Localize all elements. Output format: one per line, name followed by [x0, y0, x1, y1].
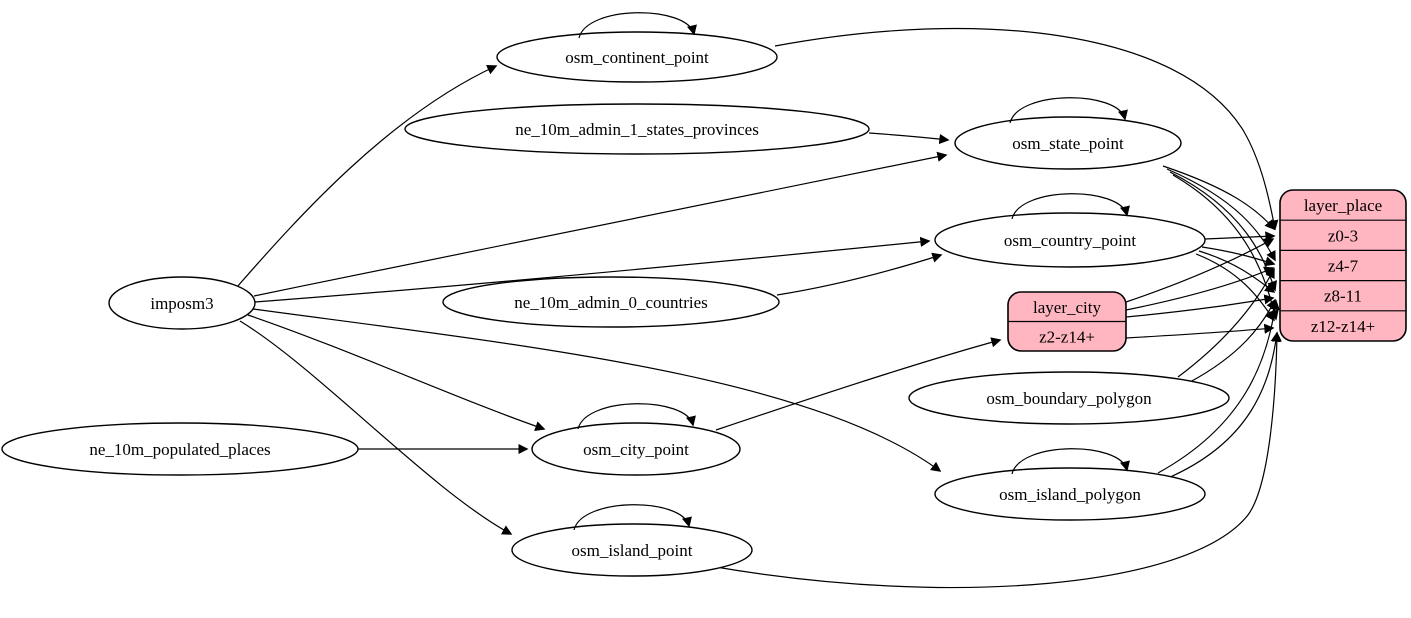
layer_place-row-z0-3: z0-3	[1328, 226, 1358, 245]
ne_10m_populated_places-shape	[1, 422, 359, 476]
edge-osm_country_point-to-layer_place_z12-z14+	[1195, 253, 1275, 322]
node-osm_boundary_polygon: osm_boundary_polygon	[908, 371, 1230, 425]
node-osm_country_point: osm_country_point	[934, 193, 1206, 268]
osm_island_point-label: osm_island_point	[572, 541, 693, 560]
node-osm_island_point: osm_island_point	[511, 504, 753, 577]
edge-layer_city-to-layer_place_z12-z14+	[1125, 323, 1275, 339]
edge-osm_island_point-self-loop	[573, 504, 692, 531]
ne_10m_admin_0_countries-label: ne_10m_admin_0_countries	[514, 293, 708, 312]
layer_place-row-z8-11: z8-11	[1324, 287, 1362, 306]
layer_city-row-z2-z14+: z2-z14+	[1039, 327, 1095, 346]
edge-imposm3-to-osm_city_point	[247, 314, 546, 431]
osm_island_polygon-shape	[934, 467, 1206, 521]
osm_island_polygon-label: osm_island_polygon	[999, 485, 1141, 504]
layer_place-row-z12-z14+: z12-z14+	[1311, 317, 1375, 336]
node-ne_10m_populated_places: ne_10m_populated_places	[1, 422, 359, 476]
edge-imposm3-to-osm_country_point	[254, 236, 931, 303]
ne_10m_admin_0_countries-shape	[442, 276, 780, 328]
node-layer_city: layer_city z2-z14+	[1007, 291, 1127, 352]
osm_state_point-label: osm_state_point	[1012, 134, 1124, 153]
edge-layer_city-to-layer_place_z4-7	[1125, 266, 1275, 311]
osm_city_point-shape	[531, 422, 741, 476]
node-imposm3: imposm3	[108, 276, 256, 330]
edge-layer_city-to-layer_place_z8-11	[1125, 294, 1275, 318]
nodes-layer: imposm3 osm_continent_point ne_10m_admin_1…	[1, 12, 1407, 577]
osm_boundary_polygon-label: osm_boundary_polygon	[986, 389, 1152, 408]
edge-osm_island_point-to-layer_place_z12-z14+	[715, 331, 1282, 589]
edge-imposm3-to-osm_state_point	[253, 151, 948, 297]
edge-osm_island_polygon-to-layer_place_z12-z14+	[1167, 331, 1281, 479]
edge-osm_continent_point-self-loop	[578, 12, 697, 39]
osm_country_point-shape	[934, 212, 1206, 268]
edge-osm_state_point-to-layer_place_z4-7	[1166, 168, 1276, 262]
edge-osm_island_polygon-to-layer_place_z8-11	[1157, 299, 1280, 474]
edge-osm_country_point-self-loop	[1011, 193, 1130, 220]
edge-layer_city-to-layer_place_z0-3	[1125, 238, 1275, 303]
edge-imposm3-to-osm_island_point	[239, 320, 513, 535]
edge-osm_island_polygon-self-loop	[1011, 448, 1130, 475]
edges-layer	[236, 27, 1282, 589]
node-osm_city_point: osm_city_point	[531, 403, 741, 476]
node-osm_continent_point: osm_continent_point	[496, 12, 778, 83]
node-ne_10m_admin_1_states_provinces: ne_10m_admin_1_states_provinces	[404, 103, 870, 155]
osm_country_point-label: osm_country_point	[1004, 231, 1136, 250]
layer_city-title: layer_city	[1033, 298, 1101, 317]
node-osm_state_point: osm_state_point	[954, 97, 1182, 170]
osm_continent_point-label: osm_continent_point	[565, 48, 709, 67]
edge-imposm3-to-osm_island_polygon	[252, 308, 942, 472]
ne_10m_admin_1_states_provinces-shape	[404, 103, 870, 155]
node-layer_place: layer_place z0-3 z4-7 z8-11 z12-z14+	[1279, 189, 1407, 342]
edge-osm_state_point-self-loop	[1009, 97, 1128, 124]
edge-ne_10m_admin_1_states_provinces-to-osm_state_point	[868, 132, 950, 145]
layer_place-row-z4-7: z4-7	[1328, 257, 1359, 276]
osm_boundary_polygon-shape	[908, 371, 1230, 425]
imposm3-label: imposm3	[150, 294, 213, 313]
layer_place-title: layer_place	[1304, 196, 1382, 215]
edge-imposm3-to-osm_continent_point	[236, 65, 498, 288]
edge-osm_city_point-self-loop	[577, 403, 696, 430]
edge-osm_state_point-to-layer_place_z0-3	[1162, 165, 1275, 231]
node-osm_island_polygon: osm_island_polygon	[934, 448, 1206, 521]
edge-osm_continent_point-to-layer_place_z0-3	[774, 27, 1279, 231]
imposm3-shape	[108, 276, 256, 330]
edge-ne_10m_admin_0_countries-to-osm_country_point	[776, 252, 943, 296]
osm_city_point-label: osm_city_point	[583, 440, 689, 459]
edge-osm_city_point-to-layer_city	[715, 337, 1002, 431]
edge-osm_country_point-to-layer_place_z0-3	[1204, 231, 1276, 242]
ne_10m_admin_1_states_provinces-label: ne_10m_admin_1_states_provinces	[515, 120, 759, 139]
node-ne_10m_admin_0_countries: ne_10m_admin_0_countries	[442, 276, 780, 328]
layer_place-box	[1279, 189, 1407, 342]
osm_island_point-shape	[511, 523, 753, 577]
ne_10m_populated_places-label: ne_10m_populated_places	[89, 440, 270, 459]
edge-osm_boundary_polygon-to-layer_place_z4-7	[1177, 267, 1275, 378]
osm_continent_point-shape	[496, 31, 778, 83]
edge-osm_boundary_polygon-to-layer_place_z8-11	[1189, 298, 1276, 383]
osm_state_point-shape	[954, 116, 1182, 170]
